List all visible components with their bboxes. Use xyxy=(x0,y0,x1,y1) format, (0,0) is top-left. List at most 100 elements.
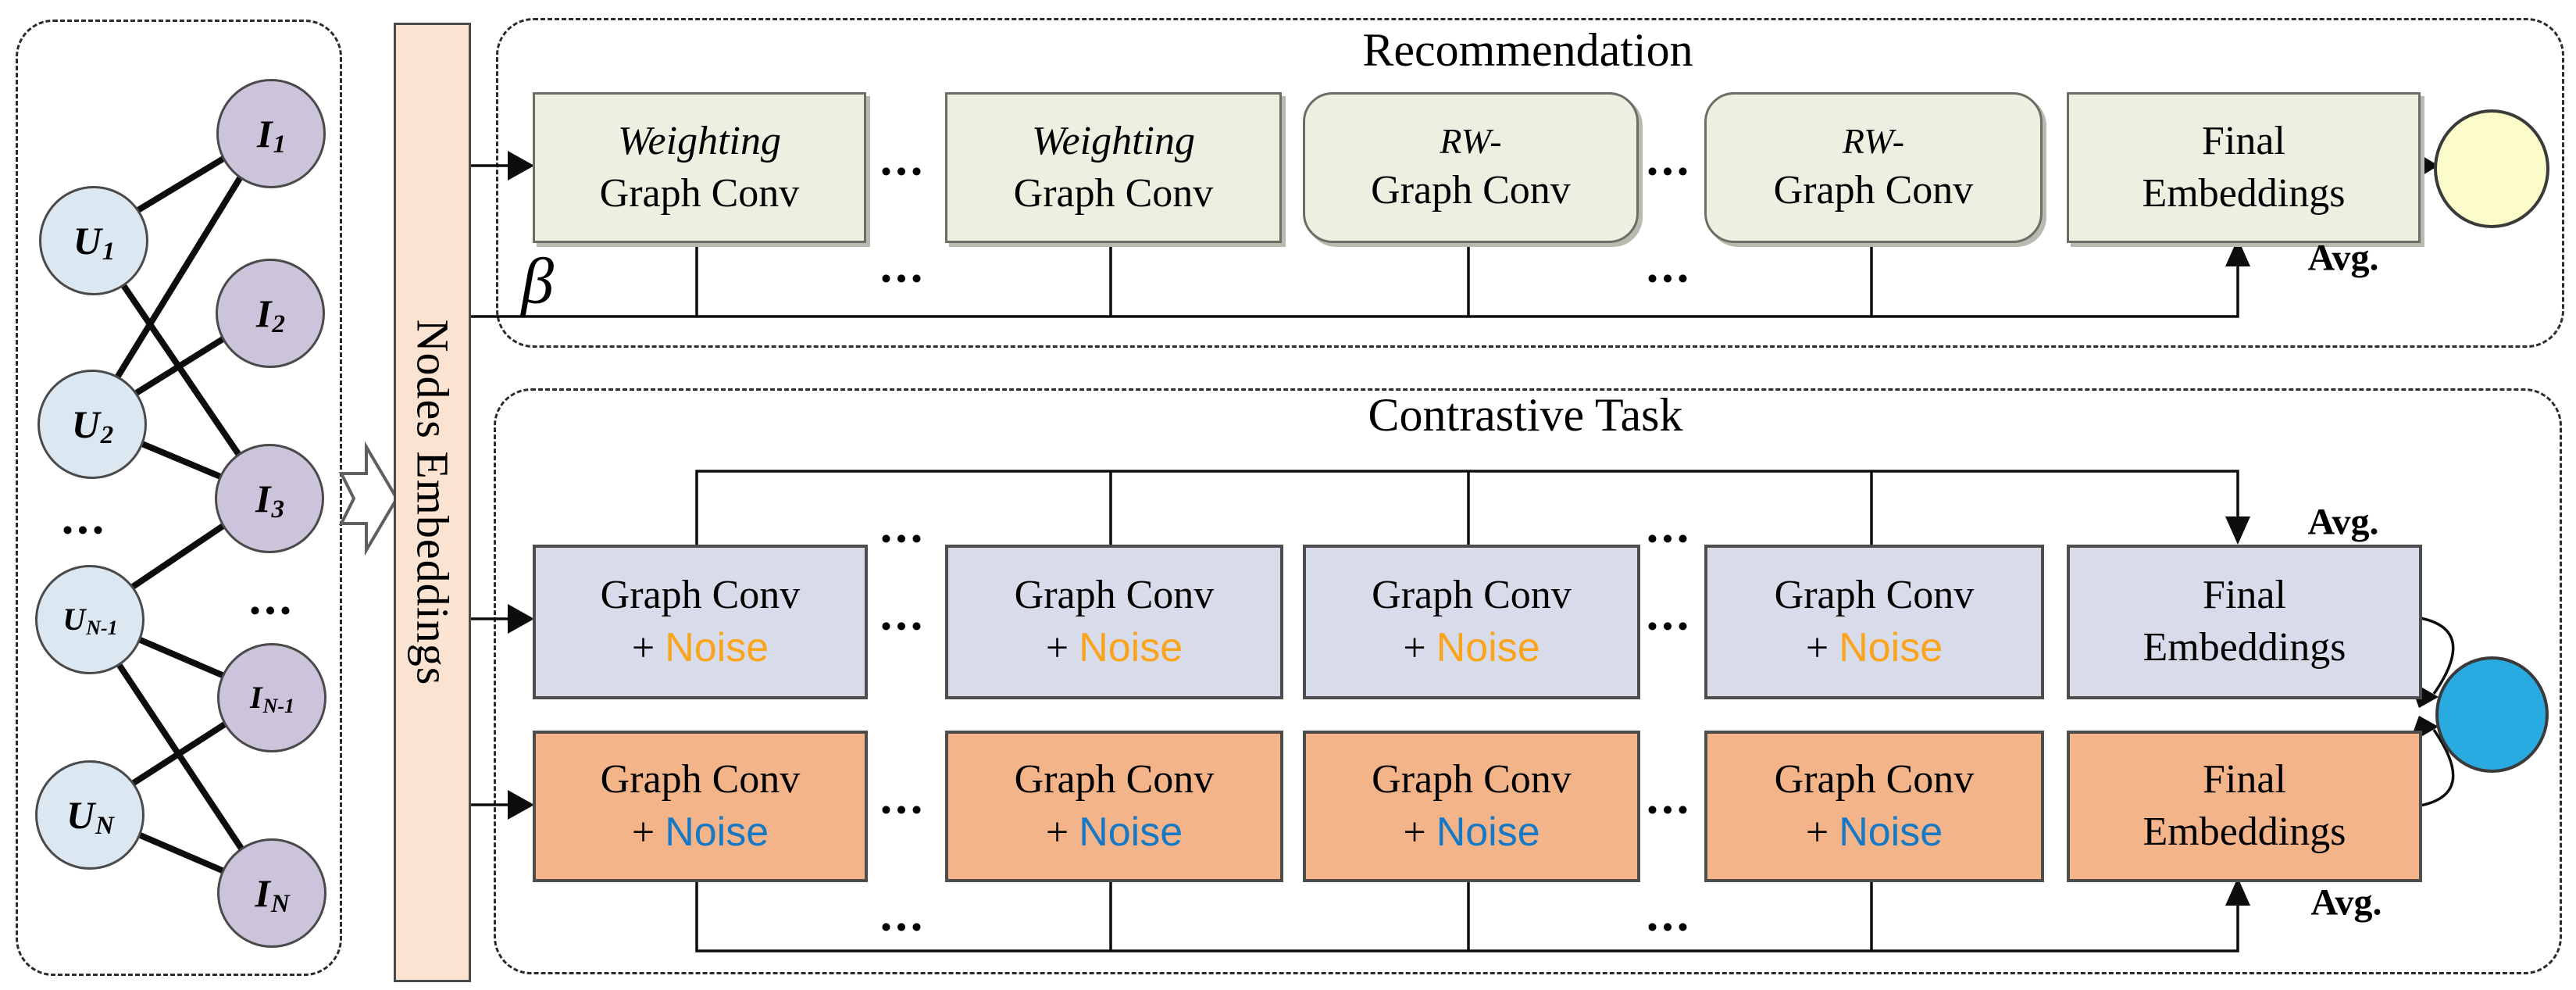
box-line2: + Noise xyxy=(1046,622,1183,675)
plus-sign: + xyxy=(1403,810,1436,855)
rw-graph-conv-box-2: RW- Graph Conv xyxy=(1704,92,2043,243)
noise-label: Noise xyxy=(1436,624,1540,670)
node-label: I xyxy=(255,871,270,915)
contrastive-arrowheads xyxy=(508,516,2439,906)
recommendation-title: Recommendation xyxy=(1362,24,1693,76)
box-line2: + Noise xyxy=(1806,806,1943,860)
node-label: U xyxy=(66,793,95,837)
node-label-subscript: 3 xyxy=(271,495,284,524)
bipartite-graph-panel xyxy=(16,20,342,976)
box-line1: RW- xyxy=(1440,120,1502,161)
box-line1: Final xyxy=(2202,118,2285,163)
box-line2: Embeddings xyxy=(2143,625,2346,670)
recommendation-panel xyxy=(496,18,2564,348)
plus-sign: + xyxy=(1805,810,1839,855)
node-label-subscript: 1 xyxy=(273,130,286,159)
box-line2: + Noise xyxy=(1046,806,1183,860)
plus-sign: + xyxy=(1403,625,1436,670)
box-line2: Graph Conv xyxy=(1013,170,1214,216)
contrastive-ellipsis-7: ... xyxy=(879,888,926,942)
box-line2: + Noise xyxy=(1403,622,1540,675)
node-label: U xyxy=(71,402,100,446)
noise-label: Noise xyxy=(1839,624,1943,670)
box-line1: Graph Conv xyxy=(1372,572,1572,617)
box-line2: Graph Conv xyxy=(599,170,800,216)
node-label-subscript: N xyxy=(270,889,290,918)
box-line2: Graph Conv xyxy=(1371,167,1571,213)
graph-conv-noise-box-row2-4: Graph Conv + Noise xyxy=(1704,731,2044,882)
node-label: U xyxy=(73,219,102,263)
node-label-subscript: 2 xyxy=(100,420,114,449)
box-line1: Graph Conv xyxy=(600,572,801,617)
box-line1: Weighting xyxy=(618,118,781,163)
avg-label-contrastive-top: Avg. xyxy=(2307,501,2379,543)
plus-sign: + xyxy=(1805,625,1839,670)
contrastive-ellipsis-5: ... xyxy=(879,770,926,824)
graph-conv-noise-box-row1-4: Graph Conv + Noise xyxy=(1704,545,2044,699)
rw-graph-conv-box-1: RW- Graph Conv xyxy=(1303,92,1639,243)
contrastive-ellipsis-3: ... xyxy=(879,587,926,641)
recommendation-ellipsis-1: ... xyxy=(879,132,926,186)
graph-conv-noise-box-row2-1: Graph Conv + Noise xyxy=(533,731,868,882)
weighting-graph-conv-box-1: Weighting Graph Conv xyxy=(533,92,866,243)
box-line1: Graph Conv xyxy=(1014,572,1215,617)
items-ellipsis: ... xyxy=(248,571,295,625)
contrastive-ellipsis-2: ... xyxy=(1646,499,1693,553)
contrastive-title: Contrastive Task xyxy=(1368,389,1683,441)
box-line2: + Noise xyxy=(632,806,769,860)
noise-label: Noise xyxy=(1839,809,1943,855)
graph-conv-noise-box-row1-2: Graph Conv + Noise xyxy=(945,545,1283,699)
contrastive-ellipsis-6: ... xyxy=(1646,770,1693,824)
recommendation-output-circle xyxy=(2434,109,2549,228)
box-line1: Graph Conv xyxy=(1774,572,1975,617)
contrastive-ellipsis-1: ... xyxy=(879,499,926,553)
noise-label: Noise xyxy=(1079,624,1183,670)
recommendation-ellipsis-3: ... xyxy=(879,239,926,293)
node-label: I xyxy=(256,291,272,335)
node-label-subscript: N-1 xyxy=(86,617,118,639)
graph-conv-noise-box-row1-1: Graph Conv + Noise xyxy=(533,545,868,699)
box-line1: Graph Conv xyxy=(600,756,801,802)
contrastive-panel xyxy=(494,388,2562,974)
nodes-embeddings-bar: Nodes Embeddings xyxy=(394,23,471,982)
recommendation-ellipsis-2: ... xyxy=(1646,132,1693,186)
box-line1: Graph Conv xyxy=(1014,756,1215,802)
recommendation-arrowheads xyxy=(508,151,2439,266)
plus-sign: + xyxy=(631,625,665,670)
box-line2: + Noise xyxy=(1806,622,1943,675)
final-embeddings-box-recommendation: Final Embeddings xyxy=(2067,92,2421,243)
final-embeddings-box-row1: Final Embeddings xyxy=(2067,545,2422,699)
users-ellipsis: ... xyxy=(61,491,108,545)
plus-sign: + xyxy=(1045,625,1079,670)
box-line2: Graph Conv xyxy=(1773,167,1974,213)
box-line1: Graph Conv xyxy=(1372,756,1572,802)
box-line2: Embeddings xyxy=(2143,810,2346,854)
plus-sign: + xyxy=(631,810,665,855)
avg-label-recommendation: Avg. xyxy=(2307,237,2379,279)
node-label-subscript: N-1 xyxy=(262,695,294,717)
avg-label-contrastive-bottom: Avg. xyxy=(2310,881,2382,924)
beta-weight-label: β xyxy=(521,245,554,318)
box-line2: + Noise xyxy=(1403,806,1540,860)
box-line2: Embeddings xyxy=(2142,170,2346,216)
embedding-flow-arrow xyxy=(338,441,399,556)
weighting-graph-conv-box-2: Weighting Graph Conv xyxy=(945,92,1282,243)
final-embeddings-box-row2: Final Embeddings xyxy=(2067,731,2422,882)
graph-conv-noise-box-row2-2: Graph Conv + Noise xyxy=(945,731,1283,882)
node-label-subscript: 1 xyxy=(102,237,116,266)
node-label: I xyxy=(249,680,262,715)
noise-label: Noise xyxy=(665,624,769,670)
node-label: I xyxy=(255,477,271,520)
node-label-subscript: 2 xyxy=(272,309,285,338)
box-line2: + Noise xyxy=(632,622,769,675)
noise-label: Noise xyxy=(665,809,769,855)
